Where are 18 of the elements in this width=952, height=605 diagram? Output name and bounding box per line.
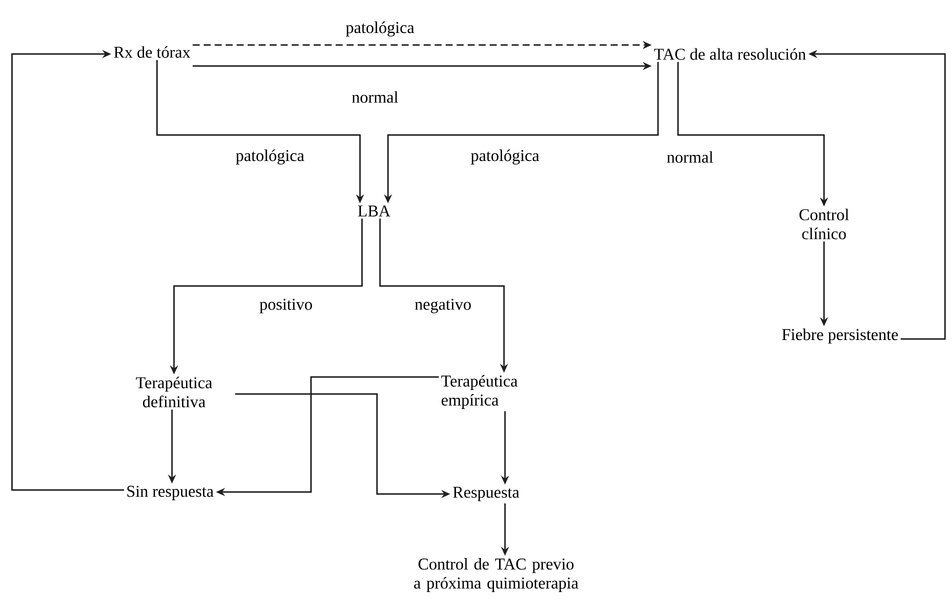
edge-label: normal xyxy=(350,90,400,104)
flow-step-text: LBA xyxy=(358,206,390,216)
edge-label: positivo xyxy=(258,298,314,314)
flow-step-text: Control de TAC previo a próxima quimioterapia xyxy=(414,558,578,592)
edge-label: negativo xyxy=(414,298,472,314)
flow-step-text: Terapéutica definitiva xyxy=(136,376,212,408)
flow-step-text: Fiebre persistente xyxy=(782,328,898,344)
arrow xyxy=(11,50,124,491)
flow-step-text: Sin respuesta xyxy=(127,486,214,500)
edge-label: patológica xyxy=(470,148,540,166)
flow-step-text: Control clínico xyxy=(799,208,849,240)
flow-step-text: Terapéutica empírica xyxy=(441,375,518,409)
flow-step-text: TAC de alta resolución xyxy=(654,48,806,60)
flow-step-text: Rx de tórax xyxy=(114,46,190,58)
edge-label: patológica xyxy=(234,148,306,166)
edge-label: normal xyxy=(666,150,714,164)
edge-label: patológica xyxy=(344,20,416,38)
flow-step-text: Respuesta xyxy=(453,486,520,502)
